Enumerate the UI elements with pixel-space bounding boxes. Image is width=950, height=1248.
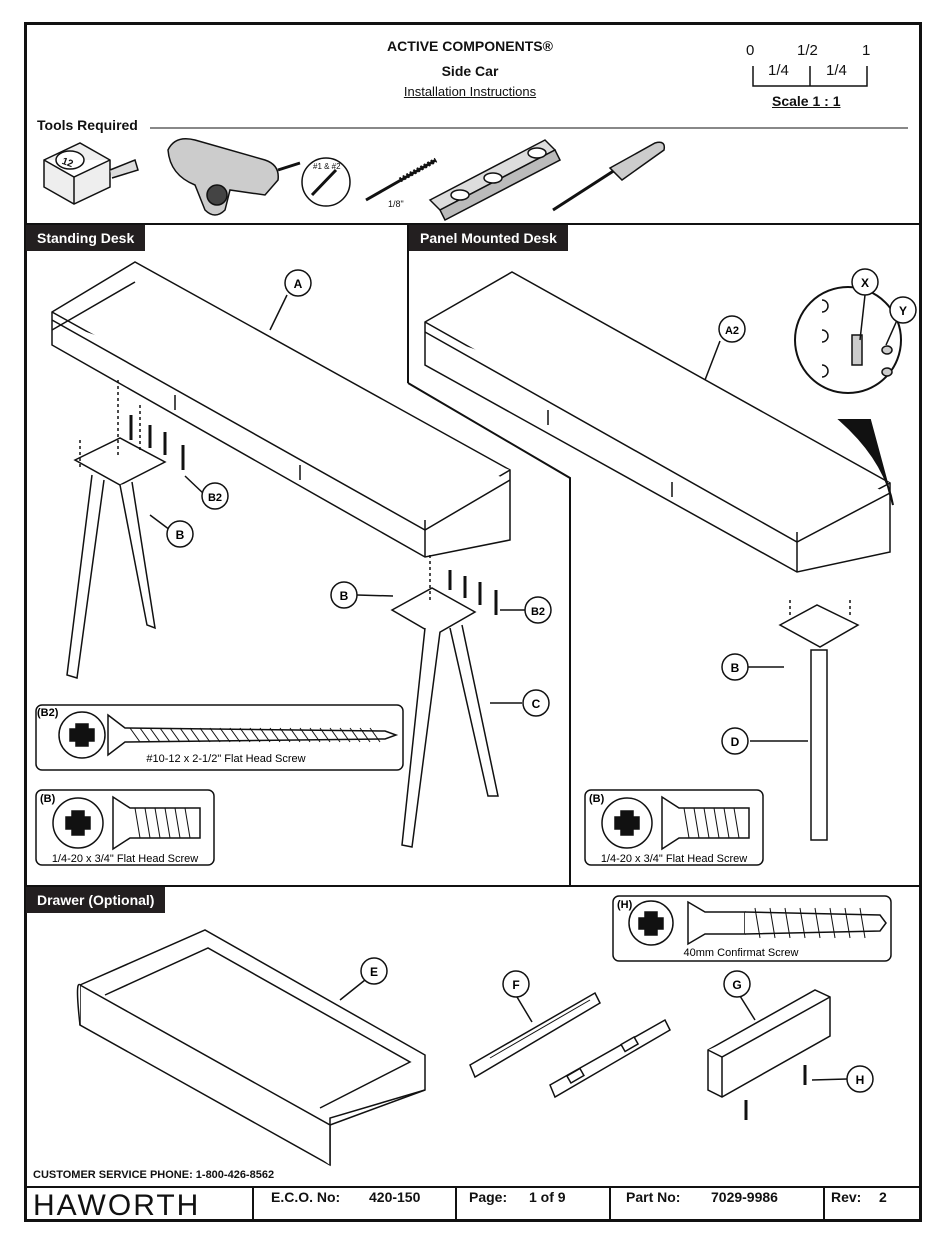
section-standing-desk: Standing Desk: [26, 225, 146, 251]
page-frame: [24, 22, 922, 1222]
screw-b2-caption: #10-12 x 2-1/2" Flat Head Screw: [146, 753, 305, 765]
page-value: 1 of 9: [529, 1189, 566, 1205]
doc-subtitle: Installation Instructions: [403, 84, 537, 99]
scale-tick-half: 1/2: [797, 42, 818, 59]
callout-c: C: [532, 697, 541, 711]
rev-value: 2: [879, 1189, 887, 1205]
callout-x: X: [861, 276, 869, 290]
callout-h: H: [856, 1073, 865, 1087]
leg-frame-left: [66, 380, 185, 679]
drill-bit-icon: 1/8": [365, 157, 438, 209]
callout-y: Y: [899, 304, 907, 318]
scale-quarter-2: 1/4: [826, 62, 847, 79]
callout-d: D: [731, 735, 740, 749]
scale-tick-0: 0: [746, 42, 755, 59]
section-drawer: Drawer (Optional): [26, 887, 166, 913]
tape-measure-icon: 12: [43, 142, 139, 205]
scale-quarter-1: 1/4: [768, 62, 789, 79]
product-title: Side Car: [441, 63, 499, 79]
screw-b2-box: [35, 704, 404, 771]
screwdriver-icon: [552, 141, 666, 212]
callout-b-3: B: [731, 661, 740, 675]
screw-b-caption: 1/4-20 x 3/4" Flat Head Screw: [52, 853, 198, 865]
drawer-slides-f: [469, 991, 671, 1099]
section-panel-mounted-desk: Panel Mounted Desk: [409, 225, 568, 251]
drill-icon: #1 & #2: [167, 138, 351, 216]
screw-b-tag-2: (B): [589, 793, 605, 805]
screw-h-box: [612, 895, 892, 962]
customer-service-phone: CUSTOMER SERVICE PHONE: 1-800-426-8562: [33, 1169, 275, 1181]
callout-b2-2: B2: [531, 606, 545, 618]
drawer-front-g: [707, 989, 831, 1120]
bit-label: #1 & #2: [313, 162, 341, 171]
page-label: Page:: [469, 1189, 508, 1205]
callout-b2-1: B2: [208, 492, 222, 504]
detail-magnifier: [794, 286, 902, 506]
screw-b-box-right: [584, 789, 764, 866]
callout-f: F: [512, 978, 519, 992]
part-label: Part No:: [626, 1189, 681, 1205]
rev-label: Rev:: [831, 1189, 862, 1205]
level-icon: [428, 139, 562, 222]
screw-b2-tag: (B2): [37, 707, 59, 719]
callout-a2: A2: [725, 325, 739, 337]
tape-label: 12: [60, 156, 75, 170]
screw-b-box-left: [35, 789, 215, 866]
scale-label: Scale 1 : 1: [772, 93, 841, 109]
scale-bar: [752, 66, 868, 87]
screw-h-tag: (H): [617, 899, 633, 911]
brand-title: ACTIVE COMPONENTS®: [387, 38, 553, 54]
drawer-e: [76, 929, 426, 1167]
haworth-logo: HAWORTH: [33, 1189, 201, 1222]
callout-b-1: B: [176, 528, 185, 542]
scale-tick-1: 1: [862, 42, 871, 59]
drill-bit-size: 1/8": [388, 199, 404, 209]
eco-value: 420-150: [369, 1189, 421, 1205]
part-value: 7029-9986: [711, 1189, 778, 1205]
leg-frame-right: [390, 555, 499, 848]
tools-heading: Tools Required: [37, 117, 138, 133]
panel-leg-d: [778, 600, 860, 841]
screw-b-caption-2: 1/4-20 x 3/4" Flat Head Screw: [601, 853, 747, 865]
callout-b-2: B: [340, 589, 349, 603]
callout-e: E: [370, 965, 378, 979]
callout-g: G: [732, 978, 741, 992]
tabletop-a2: [424, 271, 891, 573]
callout-a: A: [294, 277, 303, 291]
screw-b-tag: (B): [40, 793, 56, 805]
tabletop-a: [51, 261, 511, 558]
eco-label: E.C.O. No:: [271, 1189, 341, 1205]
screw-h-caption: 40mm Confirmat Screw: [684, 947, 799, 959]
